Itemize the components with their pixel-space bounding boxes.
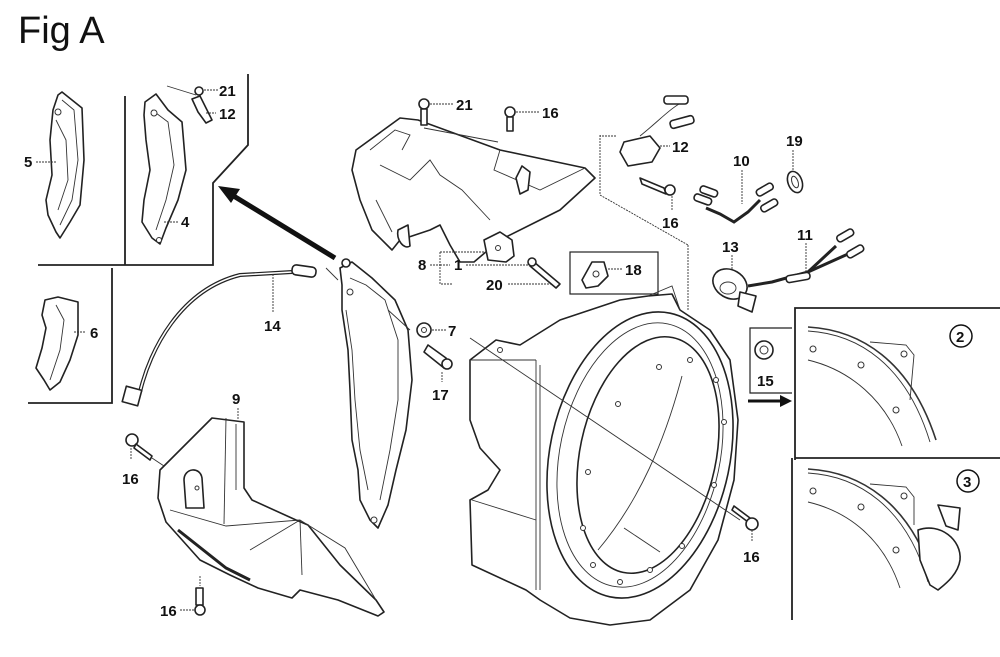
- callout-10: 10: [733, 153, 750, 170]
- callout-12-right: 12: [672, 139, 689, 156]
- variant-inset-2: 2: [794, 307, 1000, 460]
- callout-19: 19: [786, 133, 803, 150]
- part-13-switch: 13: [712, 239, 757, 313]
- callout-5: 5: [24, 154, 32, 171]
- part-19-clip: 19: [786, 133, 804, 194]
- callout-12-left: 12: [219, 106, 236, 123]
- callout-7: 7: [448, 323, 456, 340]
- part-4-cover: 4: [141, 93, 190, 245]
- callout-21-top: 21: [456, 97, 473, 114]
- callout-4: 4: [181, 214, 190, 231]
- variant-inset-3: 3: [791, 458, 980, 620]
- part-7-17-fasteners: 7 17: [387, 309, 456, 404]
- part-15-grommet: 15: [749, 327, 792, 394]
- callout-16-shroud: 16: [743, 549, 760, 566]
- part-9-lower-cover: 9: [157, 391, 385, 617]
- part-14-wire: 14: [121, 264, 317, 407]
- part-12-relay: 12 16: [619, 95, 695, 232]
- variant-2-label: 2: [956, 329, 964, 346]
- part-11-wire: 11: [747, 227, 865, 288]
- arrow-to-inset-icon: [218, 186, 337, 261]
- callout-group-8-1-20: 8 1 20: [418, 251, 561, 294]
- callout-16-right-top: 16: [662, 215, 679, 232]
- part-16-bolts-lower: 16 16: [122, 433, 206, 620]
- control-bracket: [351, 117, 596, 263]
- callout-20: 20: [486, 277, 503, 294]
- callout-18: 18: [625, 262, 642, 279]
- callout-16-top: 16: [542, 105, 559, 122]
- callout-11: 11: [797, 227, 813, 244]
- callout-21-left: 21: [219, 83, 236, 100]
- part-16-bolt-top: 16: [504, 105, 559, 132]
- callout-16-bottom: 16: [160, 603, 177, 620]
- callout-14: 14: [264, 318, 281, 335]
- callout-13: 13: [722, 239, 739, 256]
- part-10-wire: 10: [693, 153, 779, 224]
- callout-8: 8: [418, 257, 426, 274]
- part-16-bolt-shroud: 16: [731, 505, 760, 566]
- figure-title: Fig A: [18, 10, 105, 52]
- callout-6: 6: [90, 325, 98, 342]
- callout-15: 15: [757, 373, 774, 390]
- part-18-boxed: 18: [569, 251, 659, 295]
- callout-1: 1: [454, 257, 462, 274]
- callout-16-lower-left: 16: [122, 471, 139, 488]
- middle-curved-cover: [325, 258, 413, 529]
- callout-9: 9: [232, 391, 240, 408]
- part-21-12-small: 21 12: [166, 83, 236, 124]
- inset-frame-left: [28, 74, 249, 404]
- fan-shroud: [469, 285, 741, 626]
- part-21-bolt-top: 21: [418, 97, 499, 143]
- guide-lines: [599, 135, 689, 310]
- part-6-cover: 6: [35, 296, 98, 391]
- part-5-cover: 5: [24, 91, 85, 239]
- callout-17: 17: [432, 387, 449, 404]
- arrow-to-variants-icon: [748, 395, 792, 407]
- variant-3-label: 3: [963, 474, 971, 491]
